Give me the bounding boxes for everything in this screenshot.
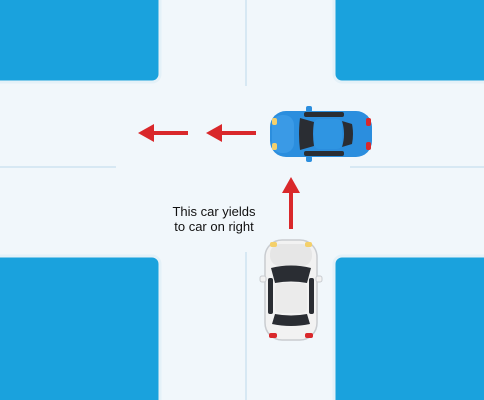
block-top-right — [334, 0, 484, 82]
block-top-left-notch — [0, 23, 14, 45]
blue-car-icon — [270, 106, 372, 162]
caption-line-1: This car yields — [150, 204, 278, 219]
caption-line-2: to car on right — [150, 219, 278, 234]
block-bottom-left — [0, 256, 160, 400]
block-bottom-right — [334, 256, 484, 400]
block-top-left — [0, 0, 160, 82]
yield-caption: This car yields to car on right — [150, 204, 278, 234]
white-car-icon — [260, 240, 322, 340]
